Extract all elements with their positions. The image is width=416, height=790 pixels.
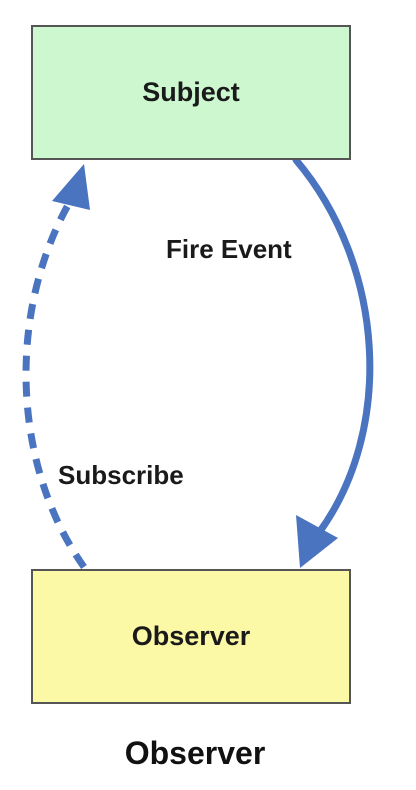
subject-node: Subject: [31, 25, 351, 160]
subscribe-label: Subscribe: [58, 460, 184, 490]
observer-node: Observer: [31, 569, 351, 704]
subject-node-label: Subject: [142, 77, 240, 107]
diagram-caption: Observer: [124, 735, 266, 771]
fire-event-label: Fire Event: [166, 234, 292, 264]
subscribe-arrowhead: [52, 164, 90, 210]
observer-node-label: Observer: [131, 621, 251, 651]
fire-event-arrowhead: [296, 515, 338, 568]
subscribe-edge: [22, 203, 87, 570]
fire-event-edge: [292, 156, 374, 538]
